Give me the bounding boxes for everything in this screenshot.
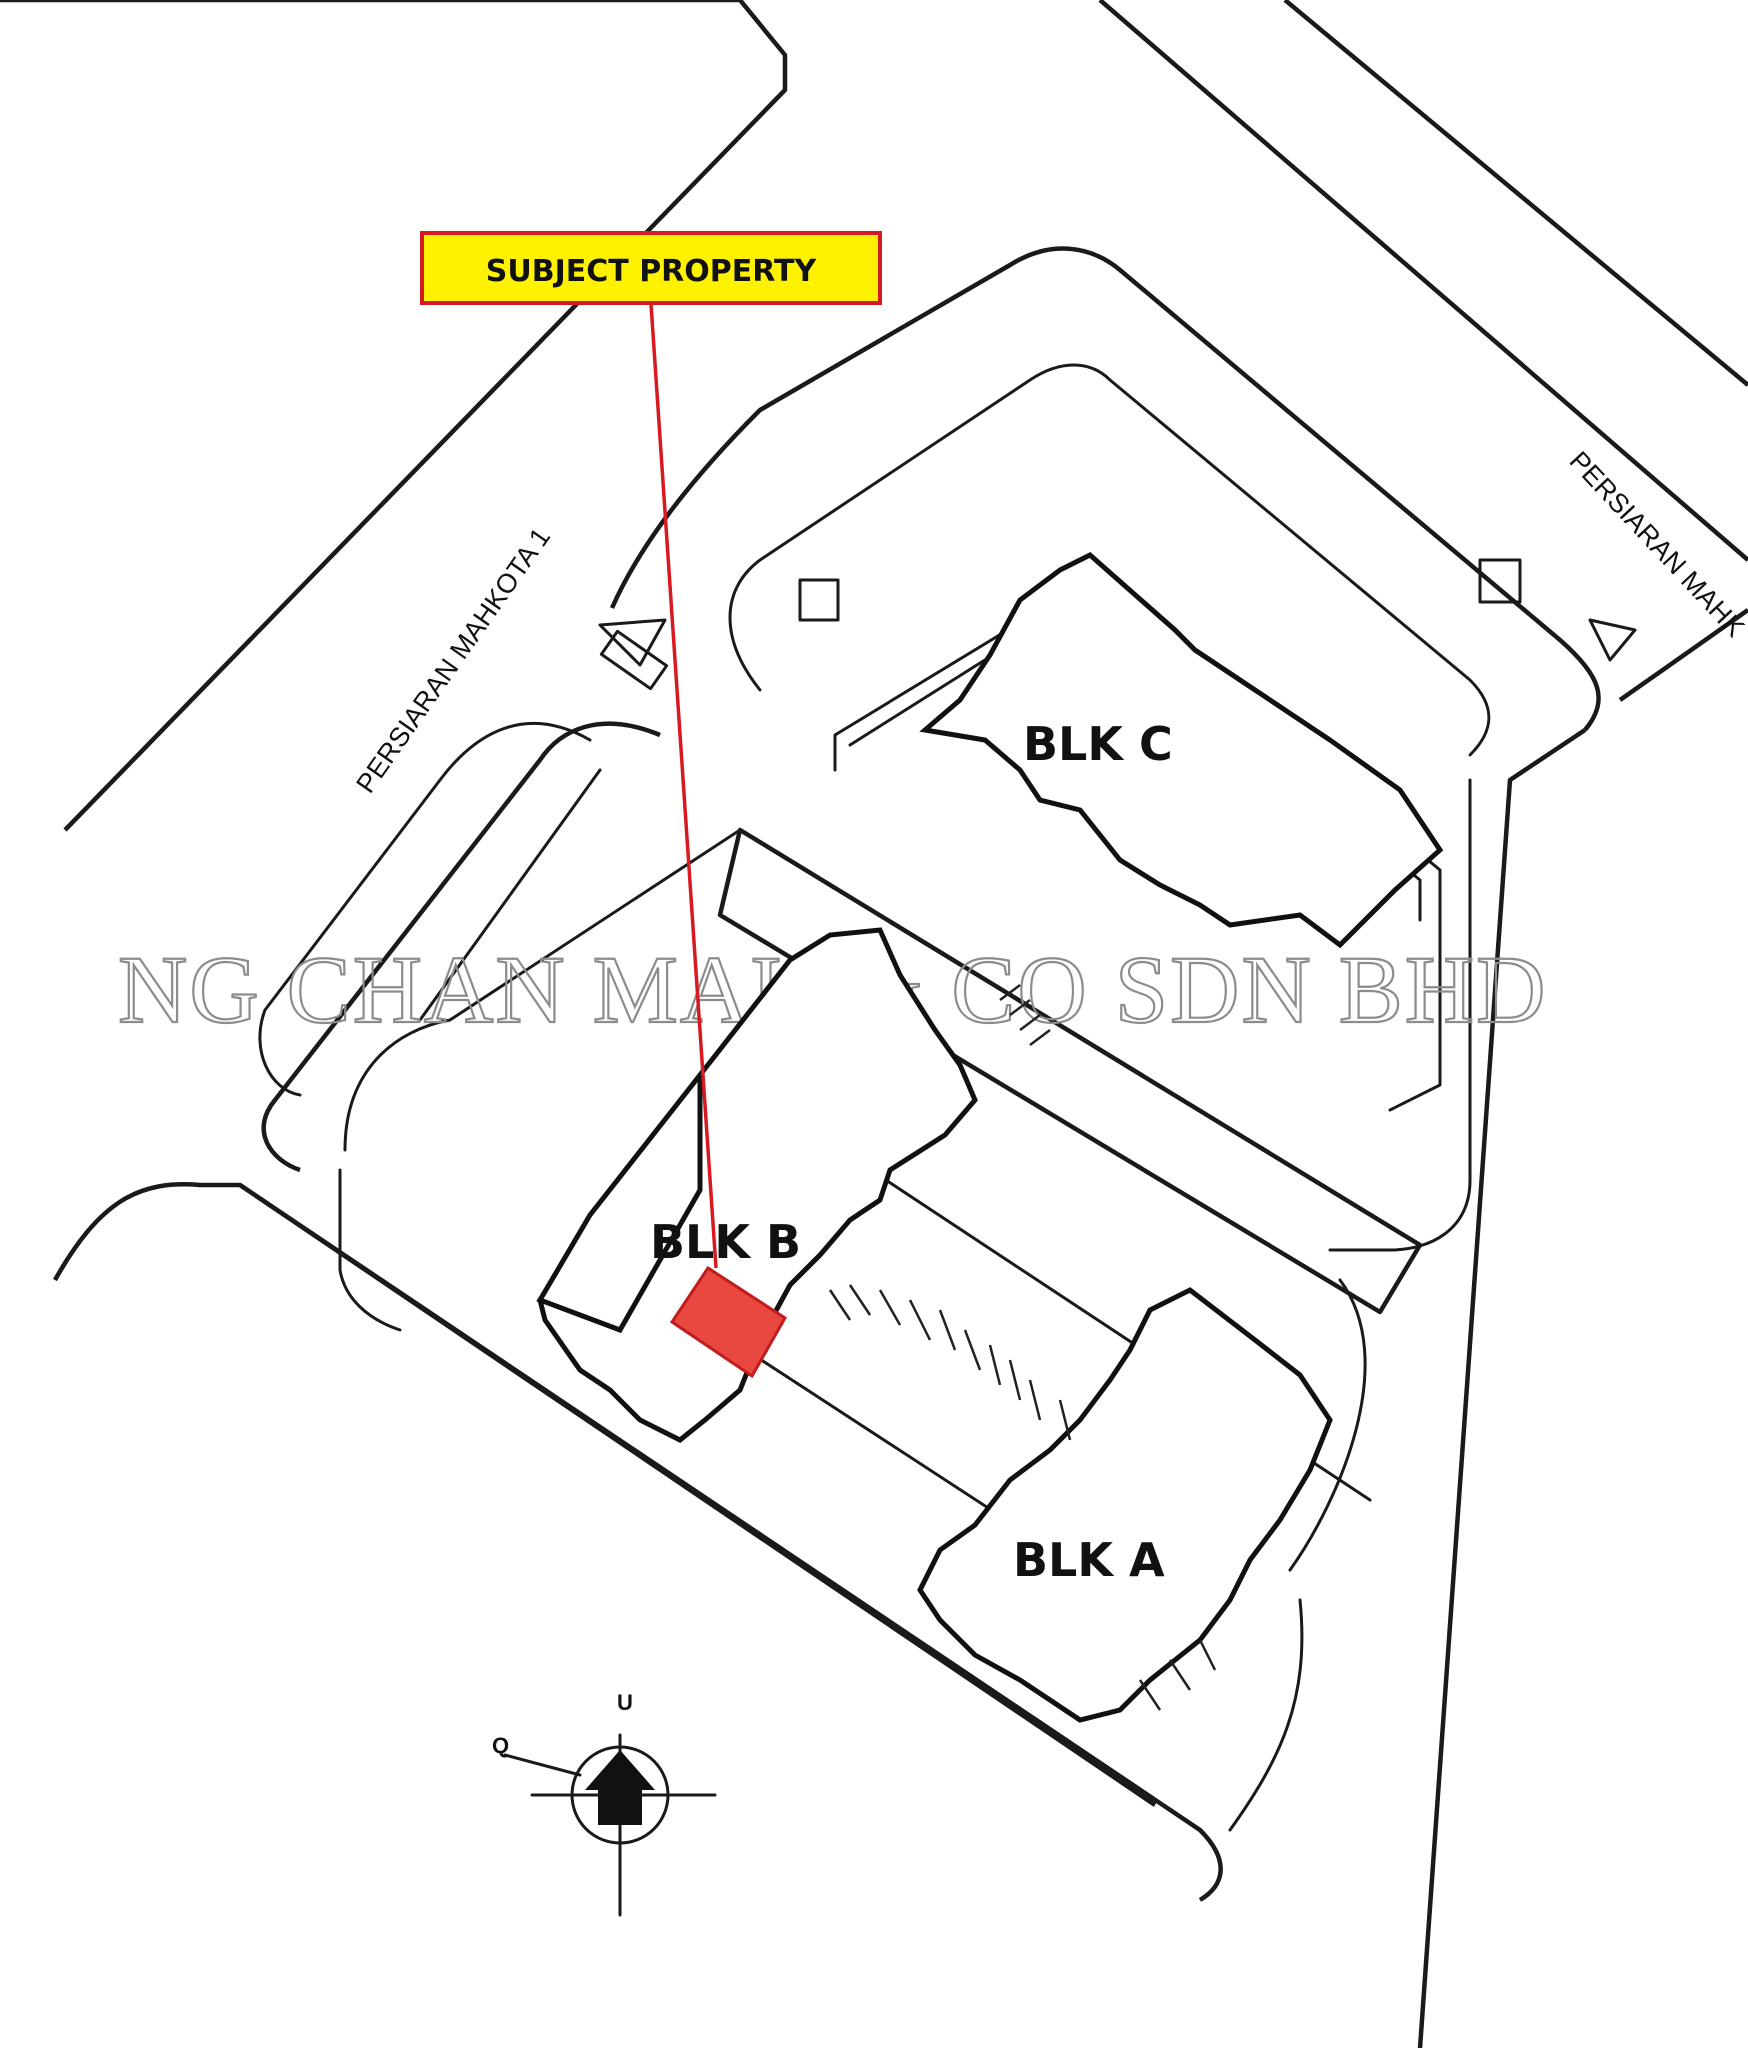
callout-box bbox=[420, 231, 882, 305]
compass-north-label: U bbox=[617, 1690, 633, 1715]
compass-rose: U Q bbox=[492, 1690, 717, 1917]
block-b-footprint bbox=[536, 927, 978, 1443]
block-c-label: BLK C bbox=[1023, 717, 1173, 771]
callout-pointer-line bbox=[649, 303, 718, 1269]
subject-property-marker[interactable] bbox=[669, 1265, 788, 1379]
block-c-footprint bbox=[919, 552, 1444, 949]
subject-property-callout[interactable]: SUBJECT PROPERTY bbox=[420, 231, 882, 305]
callout-label: SUBJECT PROPERTY bbox=[486, 254, 818, 289]
road-label-left: PERSIARAN MAHKOTA 1 bbox=[350, 522, 556, 798]
compass-west-label: Q bbox=[492, 1733, 509, 1758]
hatch-details bbox=[828, 984, 1217, 1711]
block-a-label: BLK A bbox=[1013, 1533, 1165, 1587]
site-boundary bbox=[258, 558, 1637, 1832]
block-b-label: BLK B bbox=[650, 1215, 801, 1269]
north-arrow-icon bbox=[585, 1750, 655, 1825]
block-a-footprint bbox=[917, 1287, 1333, 1723]
road-label-right: PERSIARAN MAHK bbox=[1564, 446, 1748, 643]
